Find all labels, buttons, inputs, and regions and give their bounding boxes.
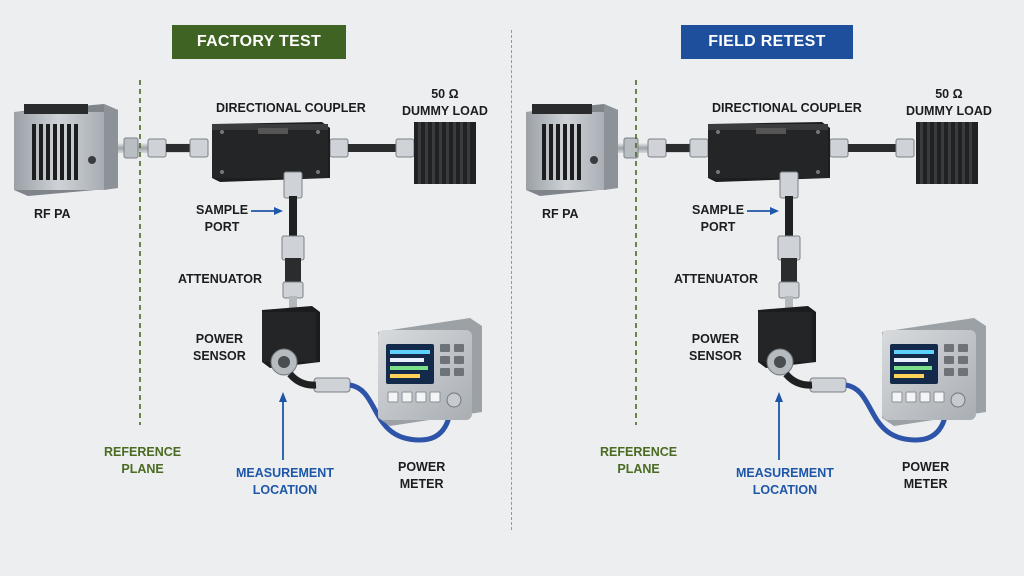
label-dummy-load: 50 Ω DUMMY LOAD [402,86,488,120]
label-power-meter: POWER METER [398,459,445,493]
factory-test-panel: FACTORY TEST DIRECTIONAL COUPLER 50 Ω DUM… [14,25,488,499]
label-line: REFERENCE [104,445,182,459]
label-line: 50 Ω [431,87,459,101]
label-line: SAMPLE [196,203,249,217]
sample-path [777,171,801,310]
label-line: POWER [691,332,740,346]
field-retest-panel: FIELD RETEST DIRECTIONAL COUPLER 50 Ω DUM… [496,0,1008,576]
power-meter [882,318,986,426]
sample-port-arrow [747,207,779,215]
label-line: LOCATION [752,482,818,497]
label-line: 50 Ω [935,87,963,101]
panel-title: FACTORY TEST [172,25,346,59]
label-rf-pa: RF PA [542,206,579,223]
main-signal-path [618,137,915,159]
label-line: SENSOR [193,348,246,363]
power-sensor [262,306,320,376]
label-measurement-location: MEASUREMENT LOCATION [736,465,834,499]
label-line: METER [399,476,444,491]
label-text: RF PA [34,207,71,221]
label-power-sensor: POWER SENSOR [689,331,742,365]
label-rf-pa: RF PA [34,206,71,223]
panel-divider [511,30,512,530]
label-line: MEASUREMENT [236,466,334,480]
label-line: METER [903,476,948,491]
label-attenuator: ATTENUATOR [674,271,758,288]
measurement-location-arrow [775,392,783,460]
measurement-location-arrow [279,392,287,460]
rf-pa-unit [14,104,118,196]
label-dummy-load: 50 Ω DUMMY LOAD [906,86,992,120]
label-text: DIRECTIONAL COUPLER [216,101,366,115]
label-text: DIRECTIONAL COUPLER [712,101,862,115]
label-line: DUMMY LOAD [906,103,992,118]
label-line: LOCATION [252,482,318,497]
main-signal-path [118,137,415,159]
label-line: POWER [195,332,244,346]
power-meter [378,318,482,426]
label-line: PORT [700,219,736,234]
label-measurement-location: MEASUREMENT LOCATION [236,465,334,499]
label-line: POWER [902,460,950,474]
label-text: ATTENUATOR [178,272,263,286]
sample-path [281,171,305,310]
label-line: PLANE [617,461,660,476]
label-text: RF PA [542,207,579,221]
power-sensor [758,306,816,376]
label-sample-port: SAMPLE PORT [196,202,248,236]
label-line: REFERENCE [600,445,678,459]
sample-port-arrow [251,207,283,215]
directional-coupler [708,122,830,182]
label-line: MEASUREMENT [736,466,834,480]
label-line: PLANE [121,461,164,476]
dummy-load [414,122,476,184]
label-reference-plane: REFERENCE PLANE [104,444,181,478]
label-line: SENSOR [689,348,742,363]
directional-coupler [212,122,330,182]
label-line: POWER [398,460,446,474]
label-coupler: DIRECTIONAL COUPLER [712,100,862,117]
label-power-sensor: POWER SENSOR [193,331,246,365]
label-coupler: DIRECTIONAL COUPLER [216,100,366,117]
label-attenuator: ATTENUATOR [178,271,262,288]
label-text: ATTENUATOR [674,272,759,286]
dummy-load [916,122,978,184]
label-reference-plane: REFERENCE PLANE [600,444,677,478]
label-sample-port: SAMPLE PORT [692,202,744,236]
setup-illustration [14,80,482,460]
panel-title: FIELD RETEST [681,25,853,59]
label-line: SAMPLE [692,203,745,217]
label-power-meter: POWER METER [902,459,949,493]
label-line: PORT [204,219,240,234]
label-line: DUMMY LOAD [402,103,488,118]
setup-illustration [526,80,986,460]
rf-pa-unit [526,104,618,196]
